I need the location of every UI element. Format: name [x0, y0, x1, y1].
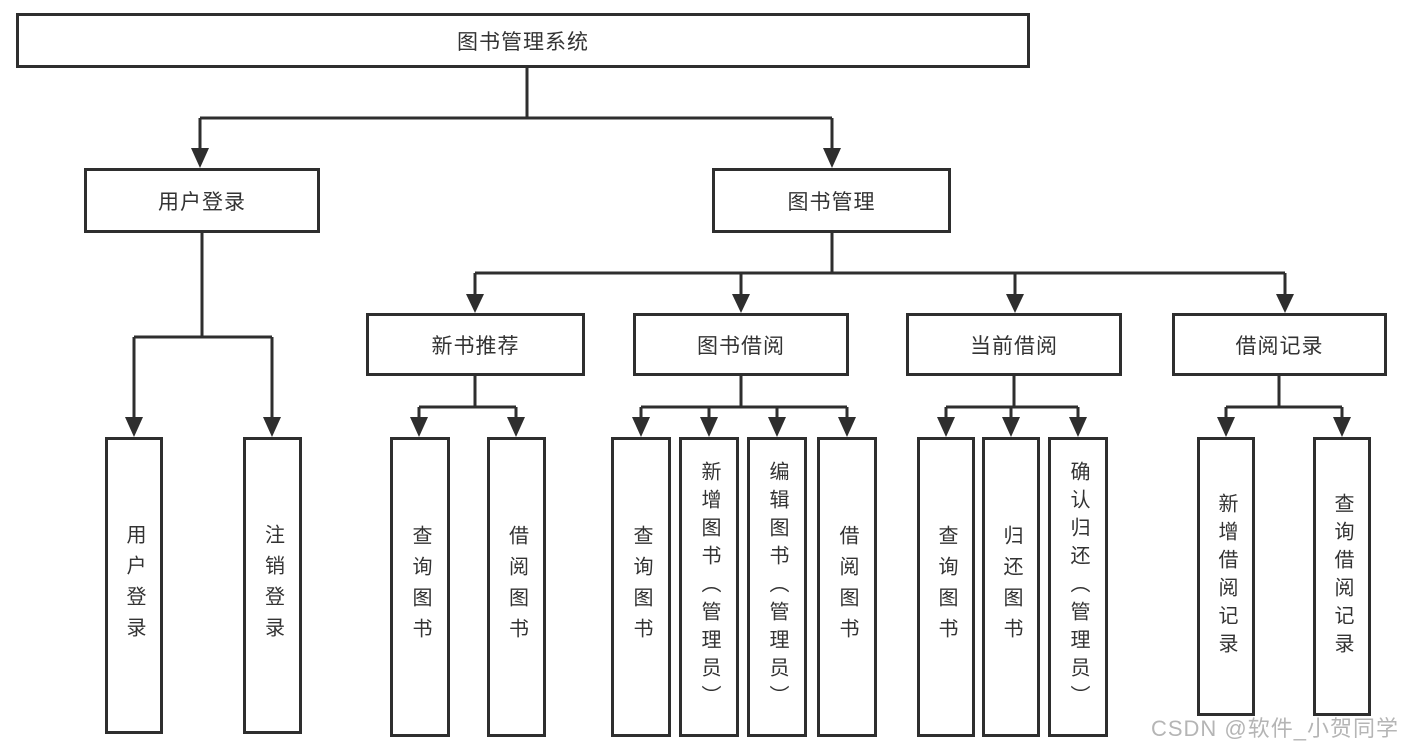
csdn-watermark: CSDN @软件_小贺同学 [1150, 716, 1399, 741]
node-return-books: 归还图书 [982, 437, 1040, 737]
node-borrow-books-recommend: 借阅图书 [487, 437, 546, 737]
node-borrowing-records: 借阅记录 [1172, 313, 1387, 376]
node-add-book-admin: 新增图书（管理员） [679, 437, 739, 737]
node-book-management: 图书管理 [712, 168, 951, 233]
node-logout-action: 注销登录 [243, 437, 302, 734]
node-query-books-recommend: 查询图书 [390, 437, 450, 737]
node-user-login-action: 用户登录 [105, 437, 163, 734]
node-query-books-current: 查询图书 [917, 437, 975, 737]
node-user-login: 用户登录 [84, 168, 320, 233]
node-library-management-system: 图书管理系统 [16, 13, 1030, 68]
node-borrow-books-borrowing: 借阅图书 [817, 437, 877, 737]
node-query-books-borrowing: 查询图书 [611, 437, 671, 737]
node-new-book-recommendation: 新书推荐 [366, 313, 585, 376]
node-confirm-return-admin: 确认归还（管理员） [1048, 437, 1108, 737]
node-query-borrow-record: 查询借阅记录 [1313, 437, 1371, 716]
node-edit-book-admin: 编辑图书（管理员） [747, 437, 807, 737]
node-add-borrow-record: 新增借阅记录 [1197, 437, 1255, 716]
node-current-borrowing: 当前借阅 [906, 313, 1122, 376]
node-book-borrowing: 图书借阅 [633, 313, 849, 376]
